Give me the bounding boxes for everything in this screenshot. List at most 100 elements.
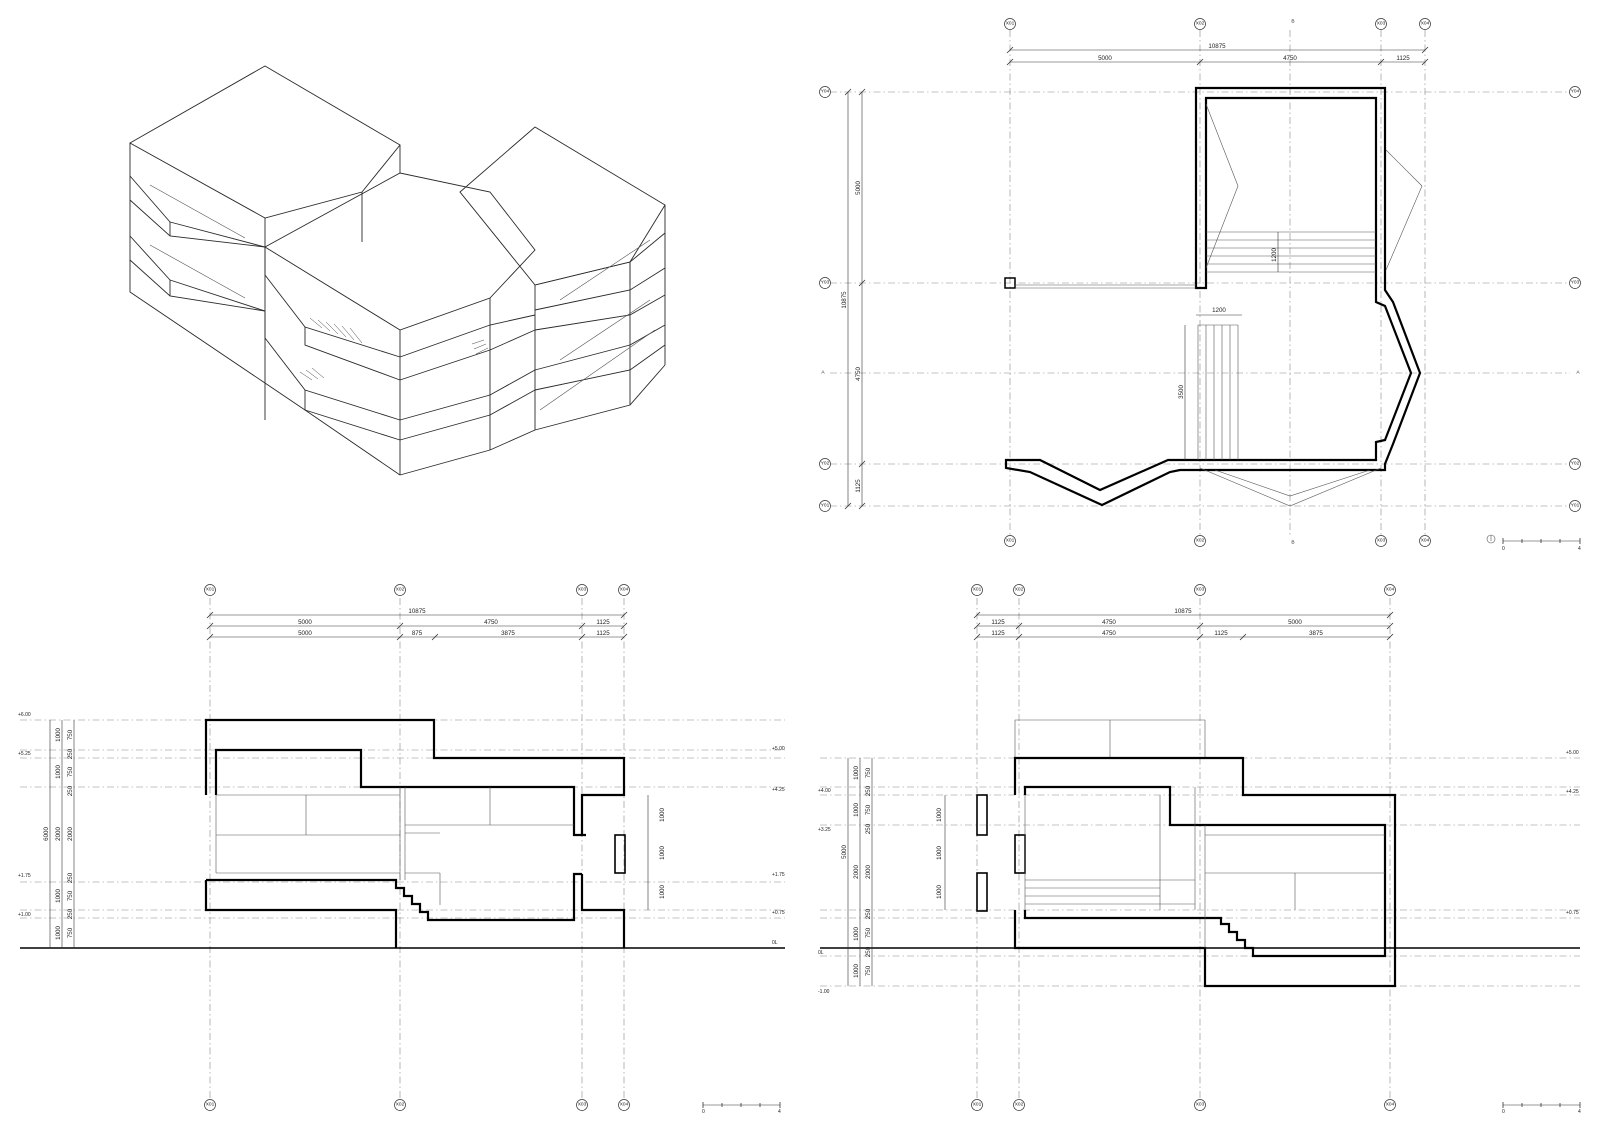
sb-scale-start: 0 — [1502, 1109, 1505, 1115]
plan-grid-x04-top: X04 — [1421, 21, 1430, 27]
sa-grid-x02-bottom: X02 — [396, 1102, 405, 1108]
sa-dim-mid-5: 1000 — [55, 926, 62, 940]
plan-grid-x03-top: X03 — [1377, 21, 1386, 27]
sa-grid-x01-top: X01 — [206, 587, 215, 593]
sb-dim-vert-total: 5000 — [841, 845, 848, 859]
sb-dim-mid-4: 1000 — [853, 927, 860, 941]
plan-grid-y01-left: Y01 — [821, 503, 830, 509]
plan-dim-left-2: 4750 — [855, 367, 862, 381]
sa-grid-x03-top: X03 — [578, 587, 587, 593]
sb-dim-r2-2: 4750 — [1102, 630, 1116, 637]
plan-dim-top-2: 4750 — [1283, 55, 1297, 62]
sb-dim-open-2: 1000 — [936, 846, 943, 860]
sa-scale-start: 0 — [702, 1109, 705, 1115]
plan-dim-stair-upper: 1200 — [1271, 248, 1278, 262]
sa-grid-x02-top: X02 — [396, 587, 405, 593]
plan-grid-y02-right: Y02 — [1571, 461, 1580, 467]
sb-dim-in-3: 750 — [865, 804, 872, 815]
plan-grid-y03-left: Y03 — [821, 280, 830, 286]
sb-dim-in-7: 750 — [865, 927, 872, 938]
sb-dim-open-3: 1000 — [936, 885, 943, 899]
sb-dim-r2-4: 3875 — [1309, 630, 1323, 637]
sa-dim-total: 10875 — [408, 608, 426, 615]
sb-level-right-1: +5.00 — [1566, 750, 1579, 756]
sa-grid-x03-bottom: X03 — [578, 1102, 587, 1108]
sa-dim-in-8: 250 — [67, 908, 74, 919]
plan-grid-x04-bottom: X04 — [1421, 538, 1430, 544]
sb-dim-mid-2: 1000 — [853, 803, 860, 817]
sa-dim-in-3: 750 — [67, 766, 74, 777]
sa-dim-open-2: 1000 — [659, 846, 666, 860]
sa-dim-r1-2: 4750 — [484, 619, 498, 626]
sb-grid-x04-bottom: X04 — [1386, 1102, 1395, 1108]
sa-grid-x04-bottom: X04 — [620, 1102, 629, 1108]
sb-level-left-1: +4.00 — [818, 788, 831, 794]
sb-grid-x02-top: X02 — [1015, 587, 1024, 593]
sa-dim-mid-4: 1000 — [55, 889, 62, 903]
sb-grid-x04-top: X04 — [1386, 587, 1395, 593]
sa-level-right-4: +0.75 — [772, 910, 785, 916]
sa-dim-r2-3: 3875 — [501, 630, 515, 637]
sa-dim-r1-1: 5000 — [298, 619, 312, 626]
sa-dim-open-1: 1000 — [659, 808, 666, 822]
plan-dim-top-1: 5000 — [1098, 55, 1112, 62]
sb-dim-in-4: 250 — [865, 823, 872, 834]
sa-dim-r2-2: 875 — [412, 630, 423, 637]
sb-dim-r2-1: 1125 — [991, 630, 1005, 637]
plan-section-a-right: A — [1576, 370, 1580, 376]
plan-grid-y02-left: Y02 — [821, 461, 830, 467]
sa-dim-in-9: 750 — [67, 927, 74, 938]
sa-dim-in-2: 250 — [67, 748, 74, 759]
sb-dim-total: 10875 — [1174, 608, 1192, 615]
plan-grid-x02-top: X02 — [1196, 21, 1205, 27]
sb-grid-x03-top: X03 — [1196, 587, 1205, 593]
sb-level-left-4: -1.00 — [818, 989, 830, 995]
sb-dim-mid-5: 1000 — [853, 964, 860, 978]
sb-dim-mid-3: 2000 — [853, 865, 860, 879]
sb-dim-in-2: 250 — [865, 785, 872, 796]
plan-grid-y03-right: Y03 — [1571, 280, 1580, 286]
sa-dim-r1-3: 1125 — [596, 619, 610, 626]
sa-dim-in-7: 750 — [67, 890, 74, 901]
sa-grid-x04-top: X04 — [620, 587, 629, 593]
sb-dim-r1-3: 5000 — [1288, 619, 1302, 626]
section-a: X01 X02 X03 X04 X01 X02 X03 X04 10875 50… — [18, 584, 785, 1115]
sa-dim-in-5: 2000 — [67, 827, 74, 841]
sb-level-right-3: +0.75 — [1566, 910, 1579, 916]
section-b: X01 X02 X03 X04 X01 X02 X03 X04 10875 11… — [818, 584, 1581, 1115]
sa-dim-mid-1: 1000 — [55, 728, 62, 742]
plan-grid-y04-left: Y04 — [821, 89, 830, 95]
plan-section-b-bottom: B — [1291, 540, 1294, 546]
sb-dim-in-1: 750 — [865, 767, 872, 778]
sa-level-right-5: 0L — [772, 940, 778, 946]
sa-level-right-1: +5.00 — [772, 746, 785, 752]
sa-level-left-2: +5.25 — [18, 751, 31, 757]
plan-dim-total-left: 10875 — [841, 291, 848, 309]
sb-grid-x02-bottom: X02 — [1015, 1102, 1024, 1108]
plan-grid-y01-right: Y01 — [1571, 503, 1580, 509]
floor-plan: X01 X02 B X03 X04 X01 X02 B X03 X04 Y04 … — [819, 18, 1581, 552]
plan-dim-left-1: 5000 — [855, 181, 862, 195]
sb-grid-x01-top: X01 — [973, 587, 982, 593]
sb-dim-in-5: 2000 — [865, 865, 872, 879]
sa-level-left-1: +6.00 — [18, 712, 31, 718]
sb-level-left-3: 0L — [818, 950, 824, 956]
plan-scale-start: 0 — [1502, 546, 1505, 552]
sb-dim-in-8: 250 — [865, 946, 872, 957]
sa-dim-open-3: 1000 — [659, 885, 666, 899]
sb-dim-r1-2: 4750 — [1102, 619, 1116, 626]
sb-level-left-2: +3.25 — [818, 827, 831, 833]
sb-dim-in-6: 250 — [865, 908, 872, 919]
plan-section-a-left: A — [821, 370, 825, 376]
plan-grid-x03-bottom: X03 — [1377, 538, 1386, 544]
sb-dim-in-9: 750 — [865, 965, 872, 976]
plan-dim-total-top: 10875 — [1208, 43, 1226, 50]
sb-dim-r1-1: 1125 — [991, 619, 1005, 626]
plan-dim-stair-length: 3500 — [1178, 385, 1185, 399]
sb-grid-x01-bottom: X01 — [973, 1102, 982, 1108]
plan-scale-end: 4 — [1578, 546, 1581, 552]
plan-dim-top-3: 1125 — [1396, 55, 1410, 62]
plan-dim-stair-lower: 1200 — [1212, 307, 1226, 314]
sa-dim-in-4: 250 — [67, 785, 74, 796]
sb-dim-mid-1: 1000 — [853, 766, 860, 780]
